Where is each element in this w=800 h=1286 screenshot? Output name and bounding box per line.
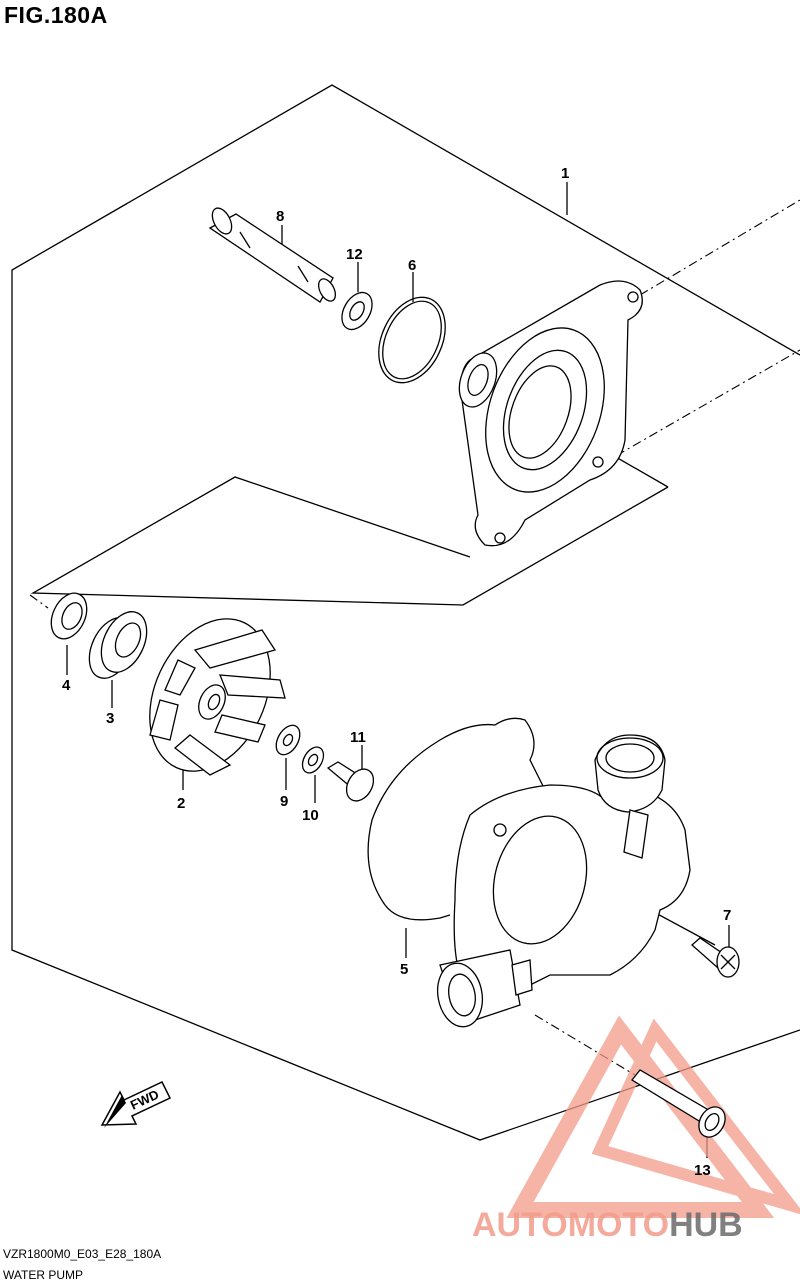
- callout-6: 6: [408, 257, 416, 274]
- callout-1: 1: [561, 165, 569, 182]
- mechanical-seal-part-3: [88, 611, 148, 679]
- assembly-frame: [11, 84, 800, 1141]
- callout-10: 10: [302, 807, 319, 824]
- diagram-caption: WATER PUMP: [3, 1268, 83, 1282]
- bolt-part-11: [326, 761, 375, 802]
- washer-part-9: [275, 724, 301, 756]
- fwd-arrow-icon: FWD: [100, 1081, 172, 1128]
- o-ring-part-6: [378, 296, 446, 384]
- callout-4: 4: [62, 677, 71, 694]
- watermark-text-main: AUTOMOTO: [472, 1206, 669, 1244]
- oil-seal-part-4: [50, 592, 88, 640]
- pump-cover-part-1: [458, 280, 643, 547]
- pump-body-housing: [436, 734, 691, 1028]
- callout-7: 7: [723, 907, 731, 924]
- callout-2: 2: [177, 795, 185, 812]
- callout-11: 11: [350, 729, 366, 746]
- bolt-part-13: [631, 1069, 726, 1138]
- callout-9: 9: [280, 793, 288, 810]
- callout-3: 3: [106, 710, 114, 727]
- watermark-logo: [506, 1015, 800, 1218]
- model-code: VZR1800M0_E03_E28_180A: [3, 1247, 162, 1261]
- washer-part-12: [341, 291, 373, 331]
- washer-part-10: [301, 746, 325, 774]
- assembly-axes: [29, 199, 800, 1076]
- callout-12: 12: [346, 246, 363, 263]
- callout-8: 8: [276, 208, 284, 225]
- watermark-text-accent: HUB: [669, 1206, 743, 1244]
- sub-assembly-frame: [30, 476, 669, 606]
- callout-13: 13: [694, 1162, 711, 1179]
- gasket-part-5: [367, 717, 546, 921]
- shaft-part-8: [208, 207, 337, 303]
- impeller-part-2: [149, 618, 286, 776]
- watermark-text: AUTOMOTOHUB: [472, 1206, 743, 1244]
- callout-5: 5: [400, 961, 408, 978]
- screw-part-7: [691, 937, 740, 978]
- figure-title: FIG.180A: [4, 2, 108, 28]
